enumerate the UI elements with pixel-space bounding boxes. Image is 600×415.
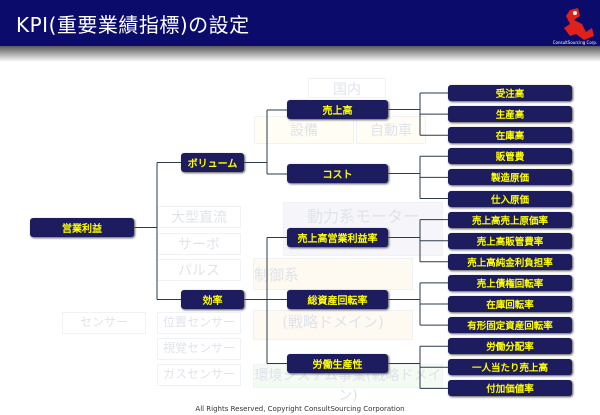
kpi-root-node: 営業利益 <box>30 218 134 237</box>
watermark-label: センサー <box>62 312 146 334</box>
kpi-node-level2: 売上高 <box>287 100 388 119</box>
watermark-label: 位置センサー <box>157 312 241 334</box>
kpi-leaf-node: 在庫高 <box>448 127 572 144</box>
kpi-leaf-node: 受注高 <box>448 85 572 101</box>
kpi-leaf-node: 有形固定資産回転率 <box>448 317 572 334</box>
watermark-label: 視覚センサー <box>157 338 241 360</box>
kpi-node-volume: ボリューム <box>181 153 244 172</box>
logo-text: ConsultSourcing Corp. <box>552 40 598 45</box>
kpi-node-level2: 労働生産性 <box>287 354 388 373</box>
kpi-leaf-node: 労働分配率 <box>448 338 572 355</box>
kpi-leaf-node: 販管費 <box>448 148 572 165</box>
watermark-label: ガスセンサー <box>157 364 241 386</box>
kpi-node-efficiency: 効率 <box>181 290 244 309</box>
kpi-leaf-node: 売上債権回転率 <box>448 274 572 291</box>
watermark-label: (戦略ドメイン) <box>253 310 413 340</box>
header-bar: KPI(重要業績指標)の設定 ConsultSourcing Corp. <box>0 0 600 46</box>
kpi-leaf-node: 仕入原価 <box>448 190 572 207</box>
page-title: KPI(重要業績指標)の設定 <box>16 13 250 37</box>
kpi-leaf-node: 一人当たり売上高 <box>448 359 572 376</box>
watermark-label: 制御系 <box>253 258 413 290</box>
header-shadow <box>0 46 600 62</box>
kpi-leaf-node: 製造原価 <box>448 169 572 186</box>
kpi-node-level2: 総資産回転率 <box>287 290 388 309</box>
copyright-footer: All Rights Reserved, Copyright ConsultSo… <box>195 405 405 413</box>
watermark-label: 国内 <box>308 78 386 98</box>
kpi-leaf-node: 生産高 <box>448 106 572 123</box>
kpi-leaf-node: 付加価値率 <box>448 380 572 397</box>
watermark-label: 自動車 <box>356 116 426 144</box>
watermark-label: 設備 <box>254 116 354 144</box>
kpi-leaf-node: 在庫回転率 <box>448 296 572 312</box>
kpi-leaf-node: 売上高売上原価率 <box>448 211 572 228</box>
kpi-leaf-node: 売上高販管費率 <box>448 232 572 249</box>
kpi-node-level2: コスト <box>287 164 388 183</box>
kpi-node-level2: 売上高営業利益率 <box>287 228 388 247</box>
company-logo-icon <box>564 8 594 40</box>
kpi-leaf-node: 売上高純金利負担率 <box>448 253 572 270</box>
leaf-connector <box>388 92 448 389</box>
